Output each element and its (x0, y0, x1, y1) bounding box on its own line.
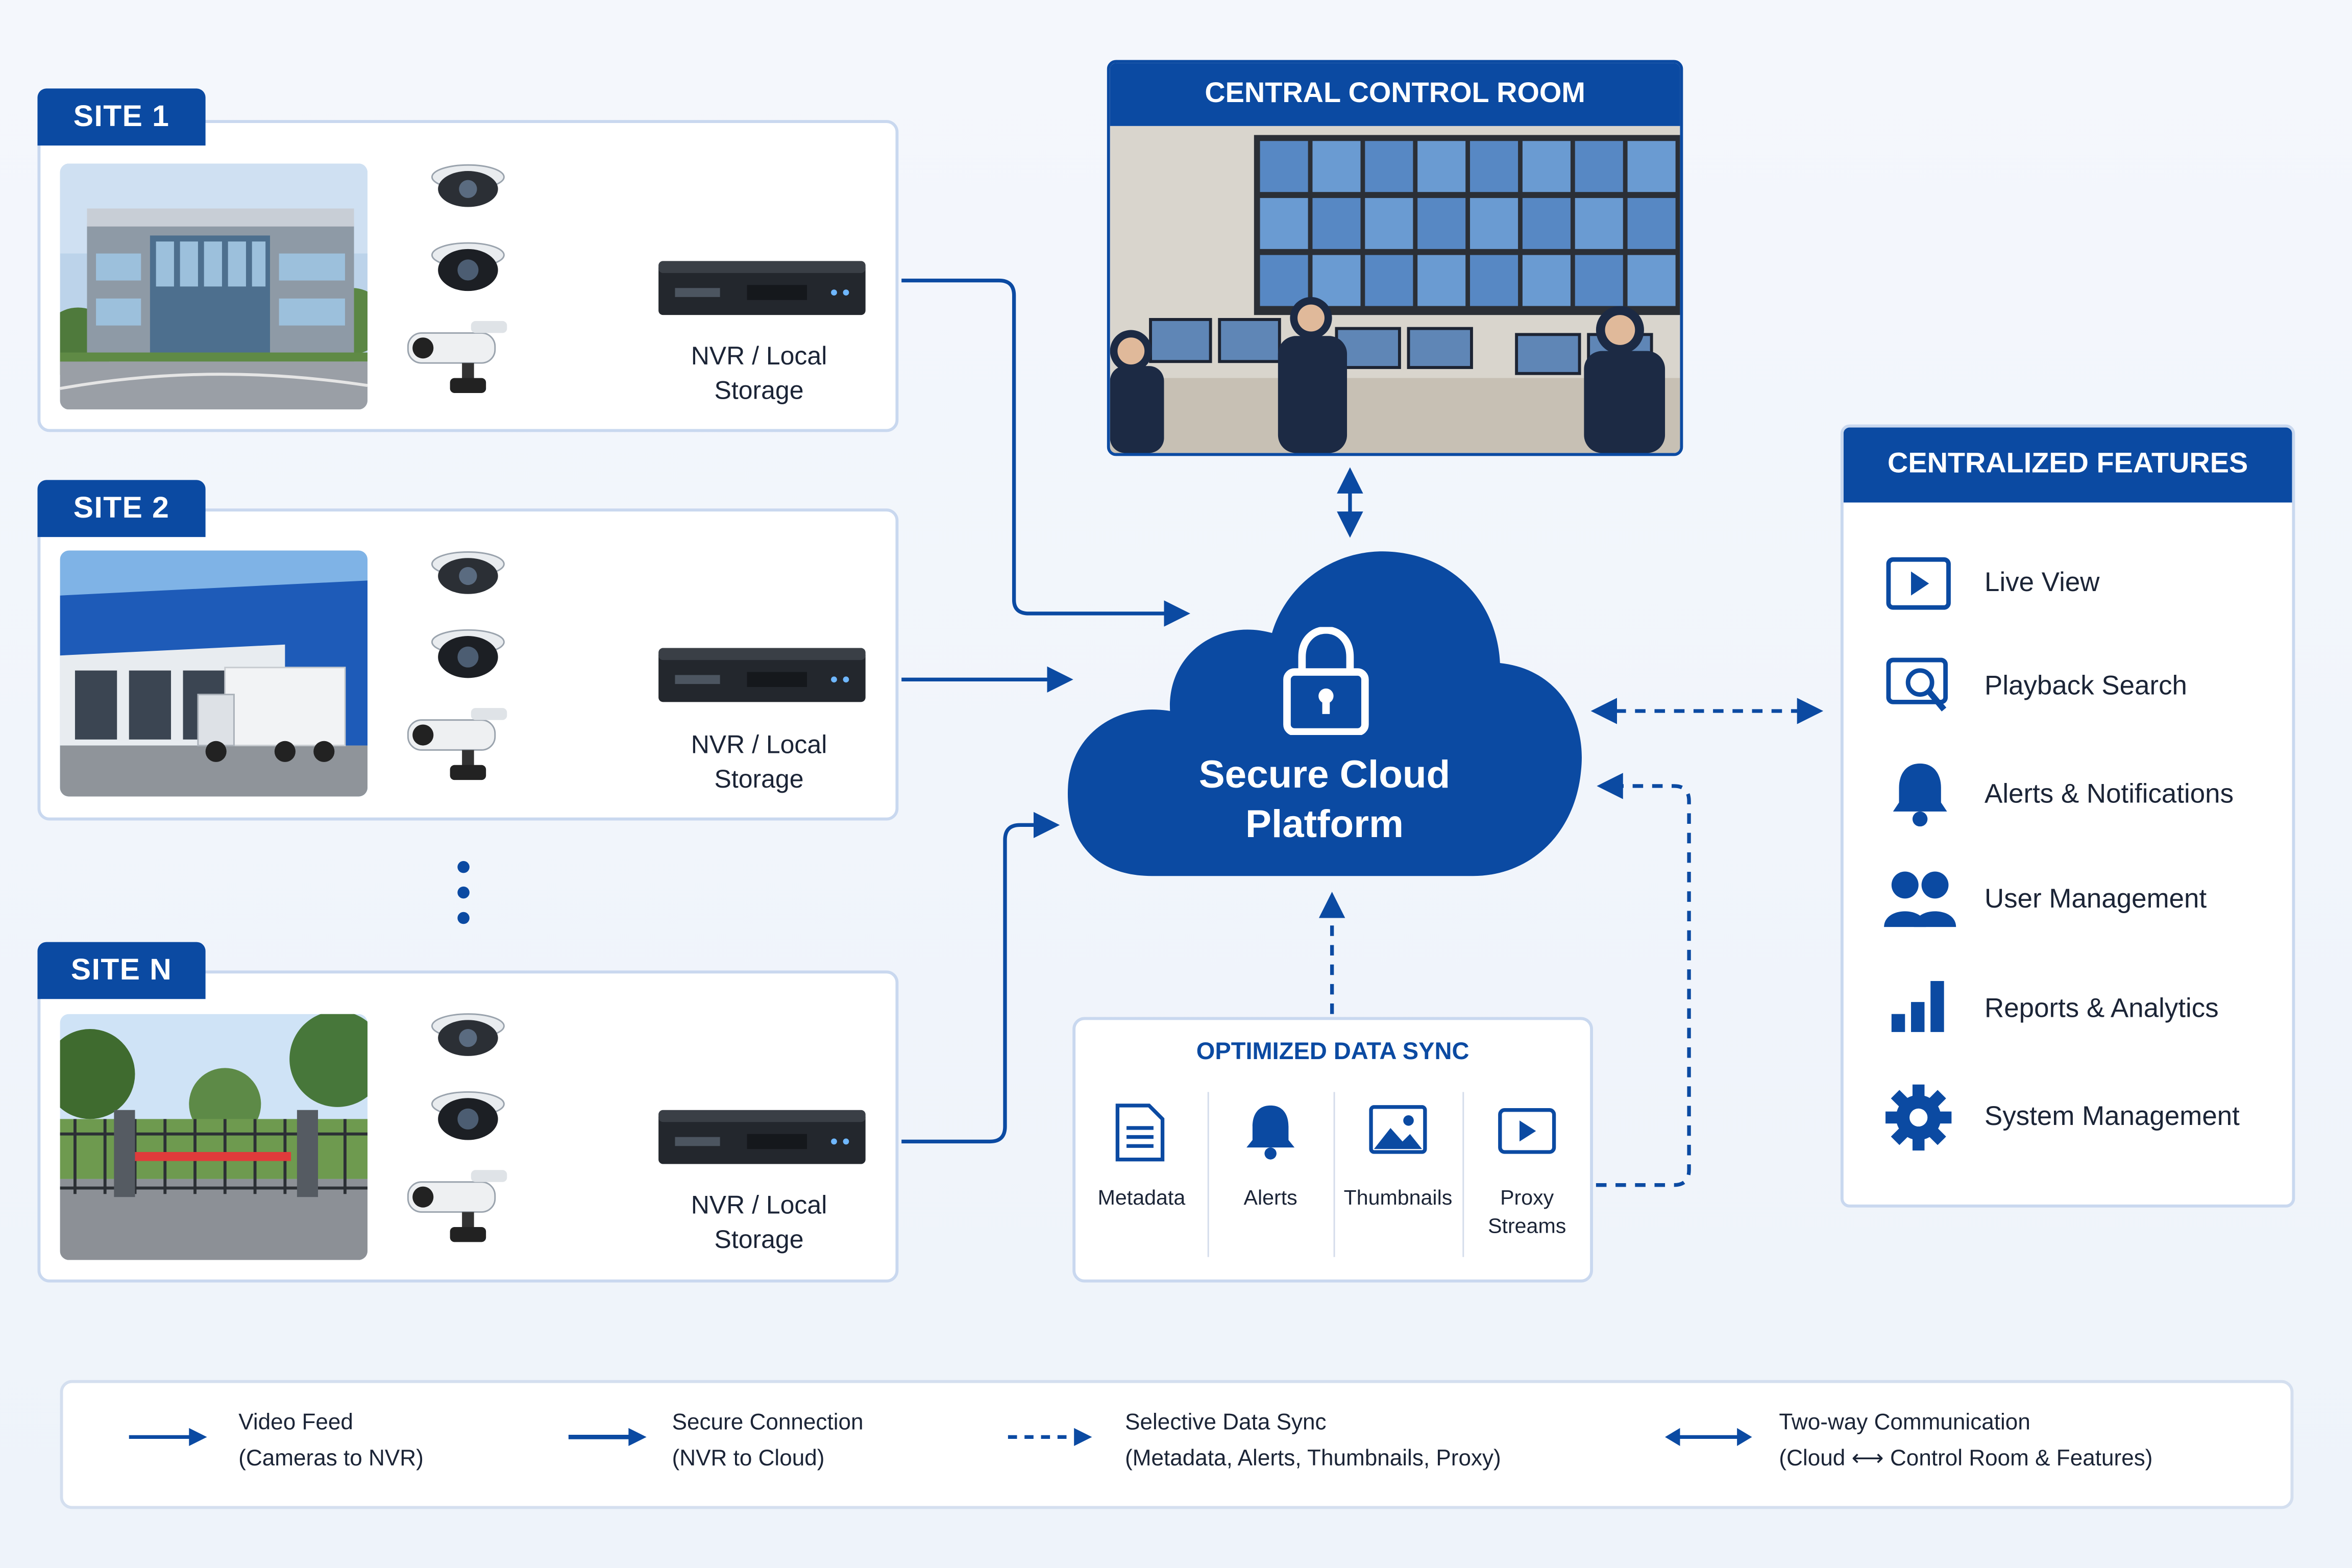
legend-video-feed: Video Feed(Cameras to NVR) (238, 1410, 424, 1472)
video-wall-tile (1470, 198, 1518, 249)
video-wall-tile (1627, 255, 1676, 306)
dome-camera-icon (431, 1013, 505, 1056)
video-wall-tile (1365, 141, 1413, 192)
legend-secure-connection-arrow (568, 1428, 647, 1447)
bar-chart-icon (1891, 981, 1944, 1032)
bell-icon (1246, 1105, 1295, 1160)
bullet-camera-icon (407, 321, 507, 393)
site-2-tab: SITE 2 (37, 480, 206, 537)
video-wall-tile (1417, 198, 1466, 249)
control-room-photo (1110, 126, 1680, 453)
legend-selective-data-sync: Selective Data Sync(Metadata, Alerts, Th… (1125, 1410, 1501, 1472)
document-icon (1115, 1104, 1165, 1162)
sync-thumbnails: Thumbnails (1343, 1185, 1453, 1209)
dome-camera-icon (431, 164, 505, 207)
video-wall-tile (1365, 255, 1413, 306)
legend-two-way-communication: Two-way Communication(Cloud ⟷ Control Ro… (1779, 1410, 2153, 1472)
video-wall-tile (1575, 255, 1623, 306)
site-1-office-photo (60, 163, 368, 410)
control-room-panel: CENTRAL CONTROL ROOM (1107, 60, 1683, 456)
feature-alerts-notifications: Alerts & Notifications (1984, 778, 2234, 809)
nvr-device-icon (658, 648, 866, 702)
video-wall-tile (1470, 255, 1518, 306)
dome-camera-icon (431, 1091, 505, 1140)
image-icon (1369, 1105, 1427, 1154)
features-title: CENTRALIZED FEATURES (1843, 427, 2292, 503)
video-wall-tile (1365, 198, 1413, 249)
dome-camera-icon (431, 629, 505, 678)
feature-reports-analytics: Reports & Analytics (1984, 993, 2219, 1023)
data-sync-panel: OPTIMIZED DATA SYNC (1072, 1017, 1594, 1283)
video-wall-tile (1417, 141, 1466, 192)
bell-icon (1893, 763, 1947, 827)
video-wall-tile (1522, 255, 1571, 306)
video-wall-tile (1312, 141, 1361, 192)
video-wall-tile (1627, 198, 1676, 249)
video-wall-tile (1260, 141, 1308, 192)
video-icon (1498, 1108, 1556, 1154)
video-wall-tile (1312, 198, 1361, 249)
legend-panel (60, 1380, 2294, 1509)
proxy-dashed-arrow (1596, 773, 1691, 1187)
control-room-title: CENTRAL CONTROL ROOM (1110, 63, 1680, 126)
search-screen-icon (1886, 657, 1948, 712)
site-n-gate-photo (60, 1014, 368, 1260)
dome-camera-icon (431, 551, 505, 594)
video-wall-tile (1575, 141, 1623, 192)
secure-connection-arrows (901, 278, 1190, 1144)
sync-alerts: Alerts (1243, 1185, 1297, 1209)
sync-metadata: Metadata (1097, 1185, 1186, 1209)
video-wall-tile (1627, 141, 1676, 192)
feature-system-management: System Management (1984, 1101, 2240, 1131)
video-wall-tile (1470, 141, 1518, 192)
video-wall-tile (1260, 198, 1308, 249)
gear-icon (1885, 1084, 1952, 1151)
more-sites-ellipsis (457, 861, 470, 924)
sync-proxy-streams: Proxy Streams (1488, 1185, 1566, 1238)
dome-camera-icon (431, 242, 505, 291)
legend-two-way-arrow (1665, 1428, 1752, 1447)
video-wall-tile (1417, 255, 1466, 306)
feature-playback-search: Playback Search (1984, 670, 2187, 701)
site-1-tab: SITE 1 (37, 88, 206, 146)
legend-secure-connection: Secure Connection(NVR to Cloud) (672, 1410, 864, 1472)
bullet-camera-icon (407, 1170, 507, 1242)
nvr-device-icon (658, 261, 866, 315)
video-wall (1260, 141, 1676, 306)
site-n-tab: SITE N (37, 942, 206, 999)
nvr-device-icon (658, 1110, 866, 1164)
legend-video-feed-arrow (129, 1428, 207, 1447)
site-2-warehouse-photo (60, 550, 368, 797)
feature-user-management: User Management (1984, 883, 2207, 914)
video-wall-tile (1575, 198, 1623, 249)
video-wall-tile (1522, 198, 1571, 249)
bullet-camera-icon (407, 708, 507, 780)
feature-live-view: Live View (1984, 567, 2100, 597)
video-wall-tile (1260, 255, 1308, 306)
users-icon (1884, 871, 1956, 927)
legend-selective-sync-arrow (1008, 1428, 1092, 1447)
play-icon (1886, 557, 1951, 610)
video-wall-tile (1312, 255, 1361, 306)
data-sync-title: OPTIMIZED DATA SYNC (1196, 1039, 1469, 1065)
lock-icon (1283, 627, 1369, 736)
video-wall-tile (1522, 141, 1571, 192)
